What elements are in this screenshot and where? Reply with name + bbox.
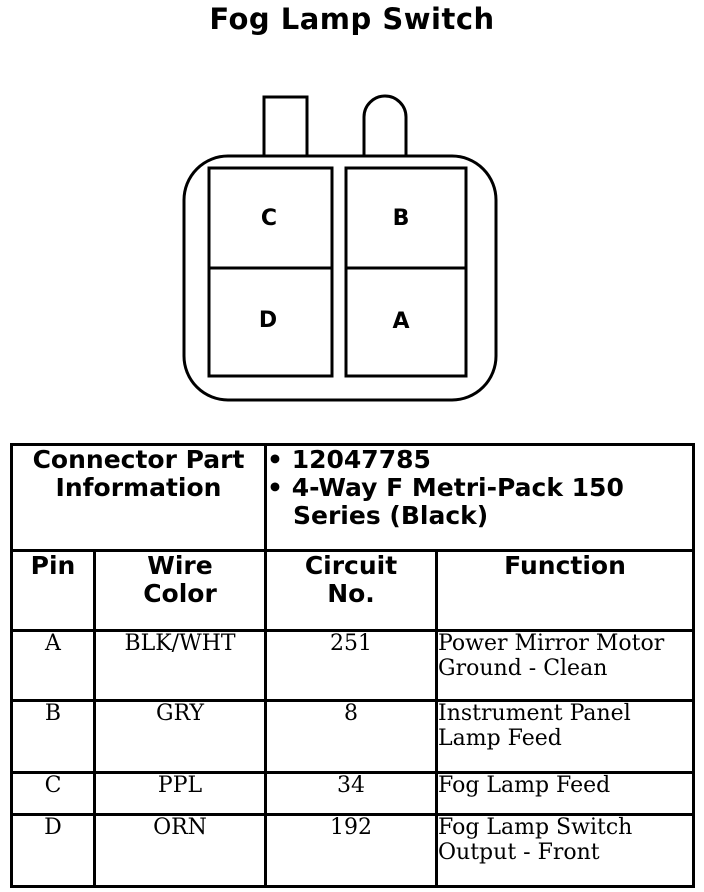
- diagram-title: Fog Lamp Switch: [209, 2, 495, 36]
- pin-cell: A: [10, 629, 96, 702]
- cavity-a: [344, 266, 468, 378]
- pin-label-d: D: [259, 308, 277, 333]
- part-number: • 12047785: [267, 445, 431, 474]
- pin-cell: B: [10, 699, 96, 774]
- header-function: Function: [435, 549, 696, 632]
- circuit-cell: 251: [264, 629, 439, 702]
- wire-color-cell: ORN: [92, 813, 268, 888]
- wire-color-cell: BLK/WHT: [92, 629, 268, 702]
- part-info-label: Connector Part Information: [9, 443, 268, 552]
- wire-color-cell: PPL: [92, 771, 268, 816]
- connector-latch-right: [362, 94, 408, 158]
- circuit-cell: 192: [264, 813, 439, 888]
- cavity-b: [344, 166, 468, 270]
- table-row: C PPL 34 Fog Lamp Feed: [10, 771, 696, 816]
- connector-info-table: Connector Part Information • 12047785 • …: [9, 443, 696, 888]
- pin-label-c: C: [261, 206, 277, 231]
- pin-label-b: B: [393, 206, 410, 231]
- circuit-cell: 8: [264, 699, 439, 774]
- pin-cell: D: [10, 813, 96, 888]
- wire-color-cell: GRY: [92, 699, 268, 774]
- header-pin: Pin: [10, 549, 96, 632]
- connector-latch-left: [262, 95, 309, 160]
- function-cell: Fog Lamp Feed: [435, 771, 696, 816]
- pin-label-a: A: [392, 309, 409, 334]
- part-info-row: Connector Part Information • 12047785 • …: [9, 443, 696, 552]
- cavity-d: [207, 266, 334, 378]
- circuit-cell: 34: [264, 771, 439, 816]
- pin-cell: C: [10, 771, 96, 816]
- connector-face-diagram: C B D A: [182, 94, 498, 402]
